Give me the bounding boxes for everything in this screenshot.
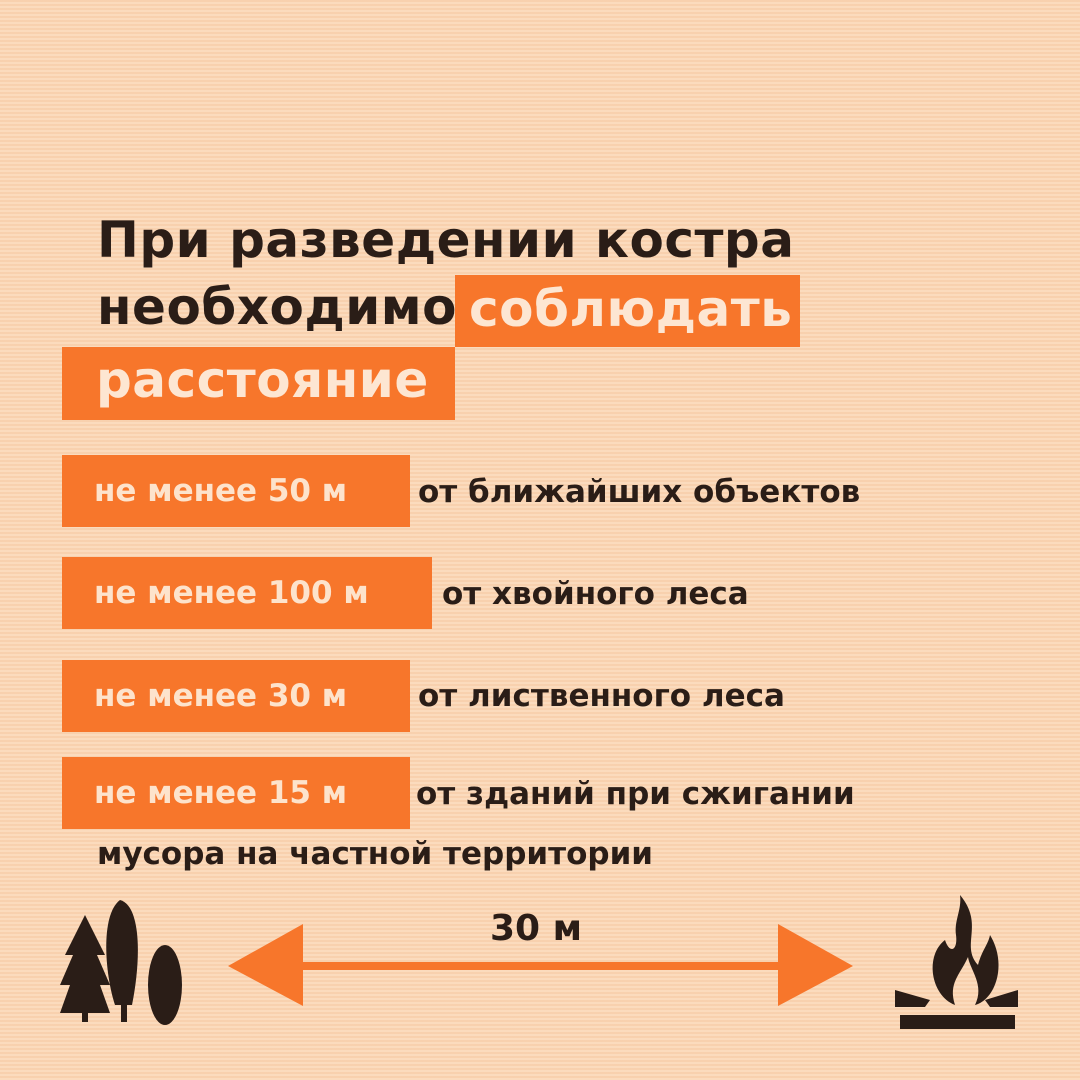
double-arrow-icon — [228, 924, 853, 1006]
title-highlight-2: расстояние — [62, 347, 455, 420]
title-highlight-1: соблюдать — [455, 275, 800, 347]
rule-text-1: от ближайших объектов — [418, 474, 861, 510]
distance-label: 30 м — [490, 908, 583, 949]
campfire-icon — [895, 895, 1018, 1029]
rule-text-4: от зданий при сжигании — [416, 776, 855, 812]
rule-distance-1: не менее 50 м — [62, 455, 410, 527]
trees-icon — [60, 900, 182, 1025]
rule-distance-2: не менее 100 м — [62, 557, 432, 629]
rule-text-4-cont: мусора на частной территории — [97, 836, 654, 872]
rule-distance-3: не менее 30 м — [62, 660, 410, 732]
title-line-1: При разведении костра — [97, 211, 795, 269]
rule-distance-4: не менее 15 м — [62, 757, 410, 829]
rule-text-2: от хвойного леса — [442, 576, 749, 612]
rule-text-3: от лиственного леса — [418, 678, 785, 714]
title-line-2: необходимо — [97, 278, 457, 336]
